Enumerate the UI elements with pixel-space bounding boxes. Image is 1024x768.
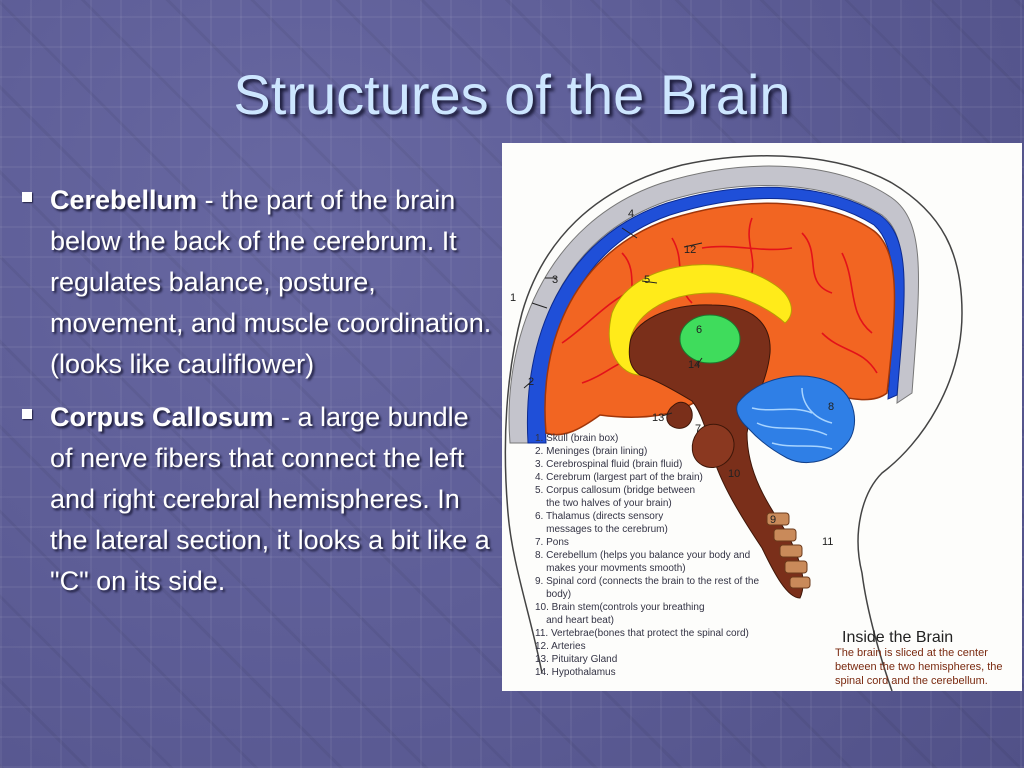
bullet-definition: - the part of the brain below the back o… bbox=[50, 185, 492, 379]
diagram-labels: 1 2 3 4 5 6 7 8 9 10 11 12 13 14 bbox=[510, 208, 834, 548]
legend-item: body) bbox=[535, 589, 572, 600]
bullet-corpus-callosum: Corpus Callosum - a large bundle of nerv… bbox=[14, 397, 494, 602]
legend-item: 7. Pons bbox=[535, 537, 569, 548]
skull-layer bbox=[508, 165, 919, 444]
cerebellum-folds bbox=[751, 387, 833, 450]
meninges-layer bbox=[526, 186, 905, 444]
head-outline bbox=[504, 155, 963, 691]
legend-item: 6. Thalamus (directs sensory bbox=[535, 511, 664, 522]
square-bullet-icon bbox=[22, 409, 32, 419]
legend-item: 11. Vertebrae(bones that protect the spi… bbox=[535, 628, 749, 639]
legend-item: 9. Spinal cord (connects the brain to th… bbox=[535, 576, 760, 587]
label-6: 6 bbox=[696, 324, 702, 336]
label-2: 2 bbox=[528, 376, 534, 388]
slide-title: Structures of the Brain bbox=[233, 63, 791, 126]
brain-diagram: 1 2 3 4 5 6 7 8 9 10 11 12 13 14 1. Skul… bbox=[502, 143, 1022, 691]
bullet-term: Cerebellum bbox=[50, 185, 198, 215]
legend-item: 1. Skull (brain box) bbox=[535, 433, 619, 444]
pons bbox=[691, 423, 735, 468]
label-leaders bbox=[523, 227, 703, 417]
label-10: 10 bbox=[728, 468, 740, 480]
legend-item: 5. Corpus callosum (bridge between bbox=[535, 485, 696, 496]
bullet-text: Cerebellum - the part of the brain below… bbox=[50, 180, 494, 385]
legend-item: 12. Arteries bbox=[535, 641, 586, 652]
square-bullet-icon bbox=[22, 192, 32, 202]
figure-caption-text: The brain is sliced at the center betwee… bbox=[835, 647, 1003, 687]
bullet-definition: - a large bundle of nerve fibers that co… bbox=[50, 402, 490, 596]
label-1: 1 bbox=[510, 292, 516, 304]
bullet-cerebellum: Cerebellum - the part of the brain below… bbox=[14, 180, 494, 385]
label-4: 4 bbox=[628, 208, 634, 220]
brain-illustration: 1 2 3 4 5 6 7 8 9 10 11 12 13 14 bbox=[504, 155, 963, 691]
legend-item: 2. Meninges (brain lining) bbox=[535, 446, 648, 457]
legend-item: 3. Cerebrospinal fluid (brain fluid) bbox=[535, 459, 683, 470]
legend-item: 14. Hypothalamus bbox=[535, 667, 616, 678]
figure-caption-title: Inside the Brain bbox=[842, 629, 954, 646]
cerebellum bbox=[736, 375, 855, 464]
bullet-term: Corpus Callosum bbox=[50, 402, 274, 432]
legend-item: 8. Cerebellum (helps you balance your bo… bbox=[535, 550, 751, 561]
legend-item: makes your movments smooth) bbox=[535, 563, 686, 574]
label-12: 12 bbox=[684, 244, 696, 256]
legend-item: 13. Pituitary Gland bbox=[535, 654, 618, 665]
label-7: 7 bbox=[695, 423, 701, 435]
label-5: 5 bbox=[644, 274, 650, 286]
label-11: 11 bbox=[822, 536, 833, 548]
vertebrae bbox=[766, 512, 811, 589]
legend-item: and heart beat) bbox=[535, 615, 614, 626]
label-8: 8 bbox=[828, 401, 834, 413]
legend-item: 10. Brain stem(controls your breathing bbox=[535, 602, 705, 613]
label-14: 14 bbox=[688, 359, 700, 371]
legend-item: messages to the cerebrum) bbox=[535, 524, 668, 535]
diagram-legend: 1. Skull (brain box) 2. Meninges (brain … bbox=[535, 432, 759, 679]
legend-item: the two halves of your brain) bbox=[535, 498, 672, 509]
bullet-text: Corpus Callosum - a large bundle of nerv… bbox=[50, 397, 494, 602]
label-9: 9 bbox=[770, 514, 776, 526]
label-13: 13 bbox=[652, 412, 664, 424]
legend-item: 4. Cerebrum (largest part of the brain) bbox=[535, 472, 703, 483]
bullet-list: Cerebellum - the part of the brain below… bbox=[14, 180, 494, 614]
label-3: 3 bbox=[552, 274, 558, 286]
thalamus bbox=[679, 314, 741, 364]
